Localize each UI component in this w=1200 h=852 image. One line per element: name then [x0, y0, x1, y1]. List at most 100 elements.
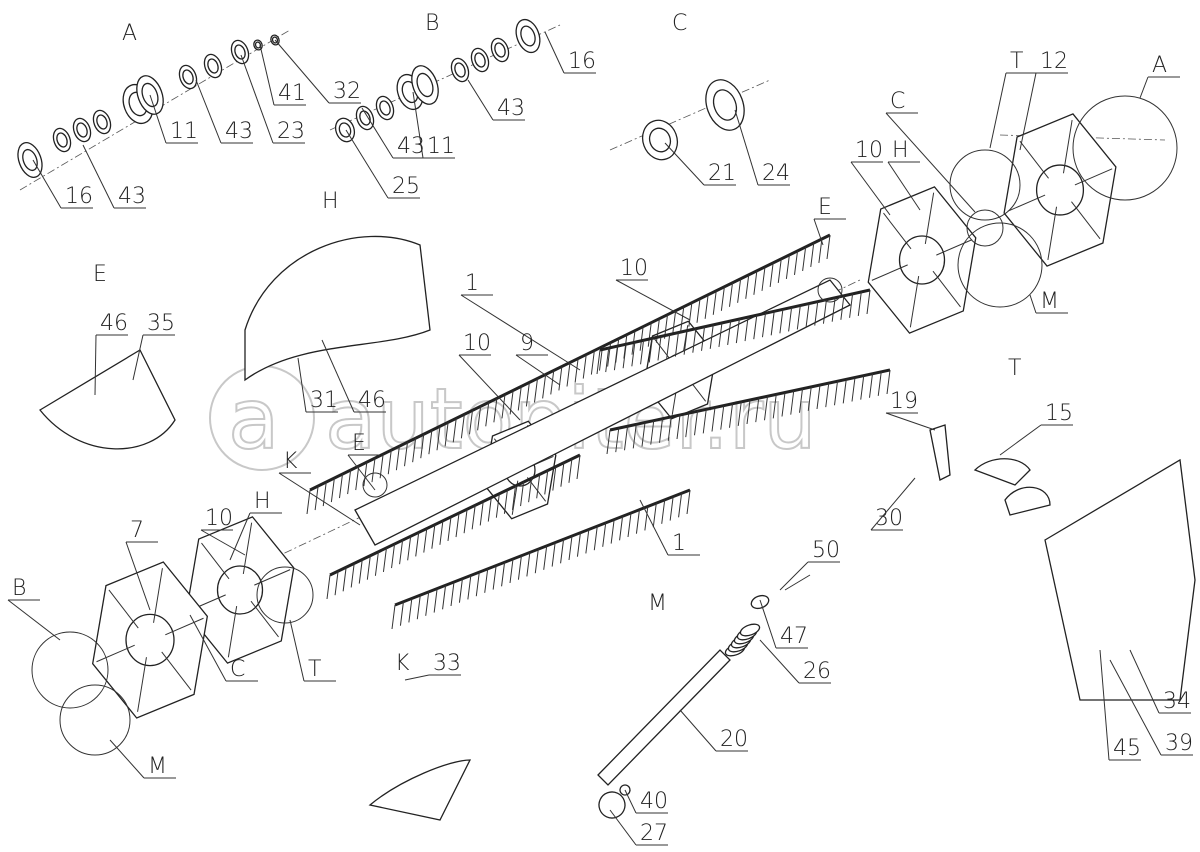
- bushing-15: [973, 458, 1031, 486]
- callout-leader: [989, 72, 1007, 149]
- callout-leader: [321, 339, 355, 413]
- shield-e: [39, 349, 176, 450]
- tine: [552, 466, 557, 491]
- tine: [686, 489, 691, 515]
- tine: [753, 315, 758, 340]
- callout-leader: [200, 529, 246, 556]
- bracket-19: [929, 424, 951, 481]
- tine: [543, 545, 548, 570]
- callout-label: A: [1152, 53, 1167, 78]
- spider-arm: [137, 657, 147, 712]
- callout-label: 47: [780, 624, 808, 649]
- tine: [680, 306, 685, 331]
- tine: [342, 567, 347, 592]
- tine: [825, 383, 830, 408]
- tine: [399, 540, 404, 565]
- tine: [624, 426, 628, 451]
- tine: [399, 601, 404, 626]
- spider-arm: [153, 568, 163, 623]
- washer-hole: [379, 100, 391, 116]
- tine: [702, 409, 707, 434]
- tine: [652, 503, 657, 528]
- callout-label: C: [230, 657, 245, 682]
- detail-M-right: [957, 222, 1043, 308]
- callout-label: 43: [118, 184, 146, 209]
- tine: [814, 301, 819, 326]
- callout-label: 10: [463, 331, 491, 356]
- tine: [558, 366, 563, 391]
- callout-leader: [870, 477, 916, 531]
- tine: [509, 558, 514, 584]
- tine: [525, 382, 530, 407]
- tine: [802, 246, 807, 272]
- tine: [366, 555, 371, 580]
- spider-arm: [96, 644, 135, 663]
- callout-label: 27: [640, 821, 668, 846]
- callout-label: 35: [147, 311, 175, 336]
- callout-label: 24: [762, 161, 790, 186]
- tine: [822, 299, 827, 324]
- tine: [683, 330, 688, 355]
- tine: [666, 334, 671, 359]
- washer-hole: [520, 25, 536, 47]
- tine: [568, 535, 573, 561]
- tine-bar: [599, 288, 871, 352]
- tine: [674, 332, 679, 357]
- tine: [826, 234, 831, 260]
- callout-label: 1: [465, 271, 479, 296]
- tine: [492, 565, 497, 590]
- shield-k: [368, 759, 472, 821]
- tine: [358, 559, 363, 584]
- side-frame: [1044, 458, 1196, 701]
- callout-label: E: [93, 262, 107, 287]
- callout-leader: [615, 279, 691, 321]
- tine: [347, 470, 352, 495]
- detail-E-right: [817, 277, 843, 303]
- tine: [391, 604, 396, 630]
- tine: [807, 386, 812, 411]
- tine: [350, 563, 355, 588]
- callout-label: 43: [397, 134, 425, 159]
- tine: [387, 450, 392, 475]
- washer-hole: [474, 52, 486, 68]
- tine: [635, 509, 640, 534]
- tine: [314, 485, 319, 511]
- callout-leader: [515, 354, 561, 386]
- tine: [550, 370, 555, 395]
- tine: [790, 390, 795, 415]
- tine: [764, 396, 768, 421]
- callout-leader: [1109, 659, 1162, 756]
- tine: [458, 578, 463, 603]
- tine: [711, 407, 716, 432]
- callout-leader: [347, 454, 376, 491]
- tine: [334, 571, 339, 596]
- spider-arm: [526, 477, 547, 502]
- tine: [694, 411, 698, 436]
- callout-leader: [850, 161, 891, 216]
- spider-arm: [1074, 168, 1113, 186]
- callout-leader: [609, 809, 637, 846]
- tine: [452, 418, 457, 443]
- tine: [326, 574, 331, 600]
- tine: [640, 340, 645, 365]
- callout-label: 21: [708, 161, 736, 186]
- tine: [596, 349, 601, 375]
- tine: [647, 322, 652, 347]
- tine: [639, 326, 644, 351]
- tine: [542, 374, 547, 399]
- tine: [404, 442, 408, 467]
- tine: [391, 543, 396, 569]
- callout-leader: [999, 424, 1042, 456]
- callout-label: 41: [278, 81, 306, 106]
- spider-arm: [932, 270, 961, 308]
- tine: [753, 270, 758, 295]
- callout-label: 32: [333, 79, 361, 104]
- callout-label: C: [672, 11, 687, 36]
- callout-label: T: [1010, 49, 1023, 74]
- tine: [720, 286, 725, 311]
- tine: [544, 470, 549, 495]
- tine: [860, 375, 865, 400]
- tine: [593, 526, 598, 551]
- tine: [669, 496, 674, 521]
- callout-label: 10: [205, 506, 233, 531]
